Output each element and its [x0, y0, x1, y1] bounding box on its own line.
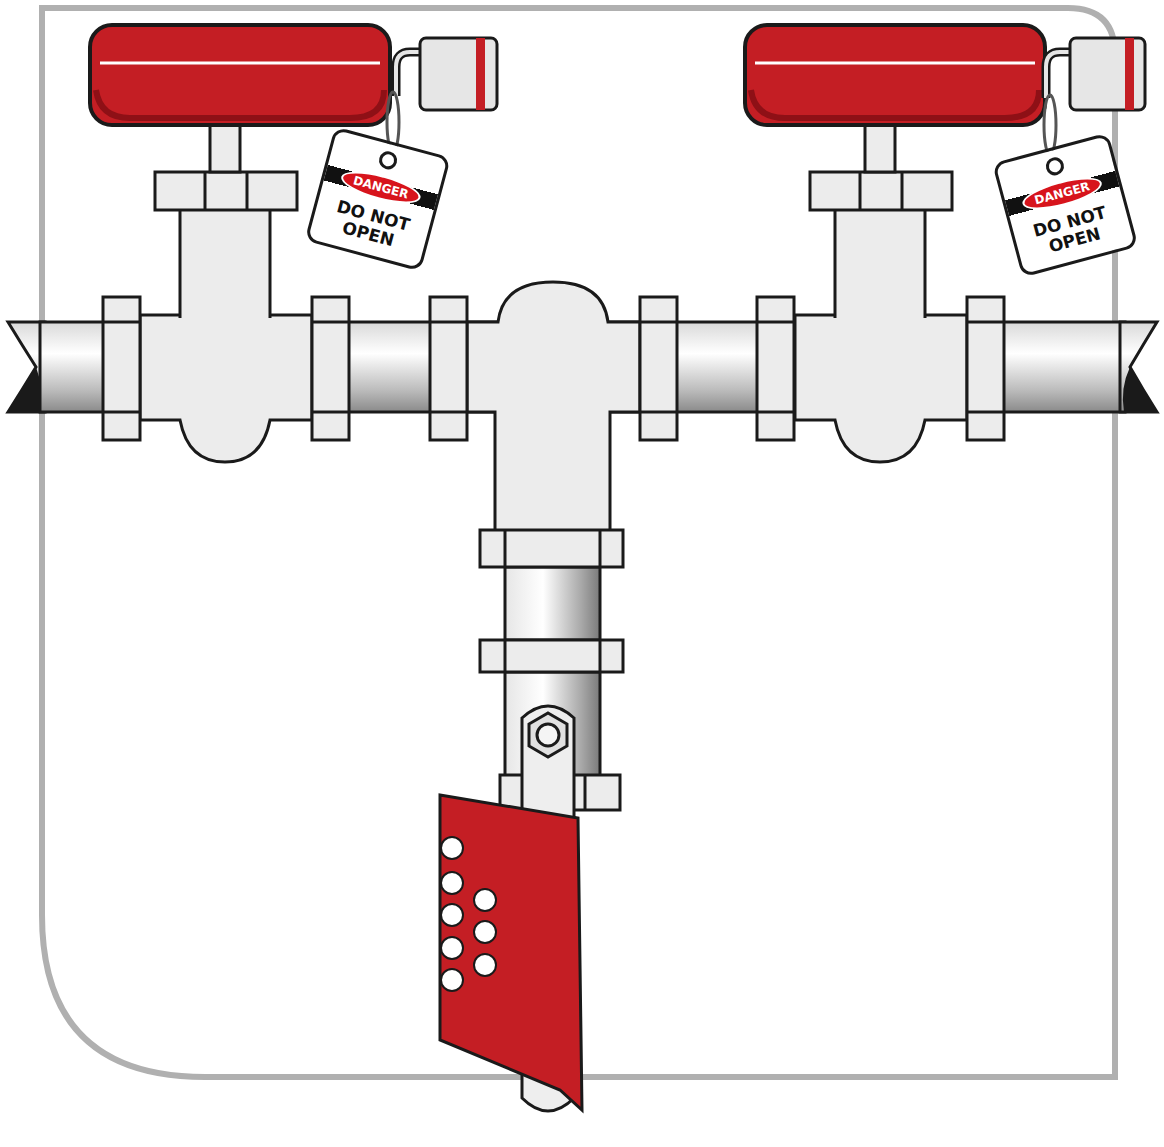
danger-word: DANGER	[352, 173, 410, 202]
danger-word: DANGER	[1033, 179, 1091, 208]
right-gate-valve	[745, 25, 1145, 462]
tee-branch	[430, 282, 677, 1111]
danger-tag: DO NOT OPENDANGER	[992, 132, 1138, 277]
tag-warning: DO NOT OPEN	[320, 195, 422, 256]
tag-hole	[377, 149, 399, 171]
danger-tag: DO NOT OPENDANGER	[305, 126, 451, 271]
tag-hole	[1044, 155, 1066, 177]
left-gate-valve	[90, 25, 497, 462]
tag-warning: DO NOT OPEN	[1021, 201, 1123, 262]
